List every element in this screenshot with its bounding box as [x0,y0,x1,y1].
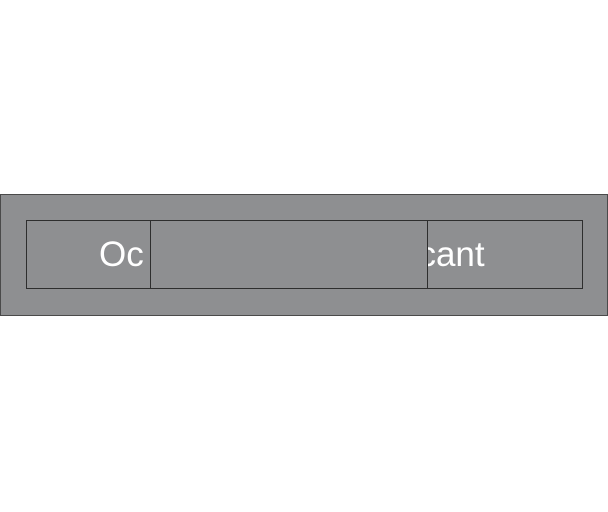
slider-track: Oc acant [26,220,583,289]
slider-cover[interactable] [150,221,428,288]
occupied-label: Oc [99,235,144,274]
occupied-vacant-sign: Oc acant [0,194,608,316]
